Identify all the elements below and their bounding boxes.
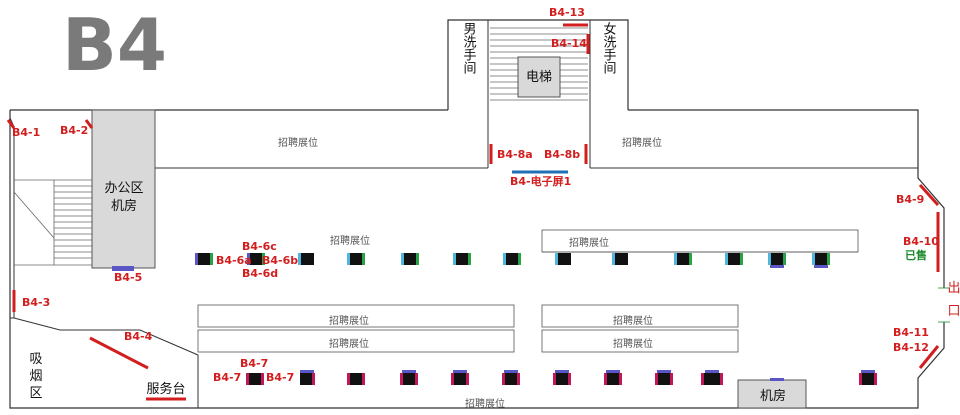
spot-b4-1[interactable]: B4-1 (12, 126, 40, 139)
mens-restroom-label: 男洗手间 (461, 22, 477, 74)
spot-b4-6c[interactable]: B4-6c (242, 240, 277, 253)
exit-label-1: 出 (947, 281, 960, 296)
spot-b4-4[interactable]: B4-4 (124, 330, 153, 343)
office-room-label-2: 机房 (111, 198, 137, 214)
machine-room (737, 379, 807, 409)
booth-label-bottom: 招聘展位 (465, 397, 505, 410)
ad-spot-bars (6, 23, 940, 370)
spot-b4-3[interactable]: B4-3 (22, 296, 50, 309)
spot-b4-8a[interactable]: B4-8a (497, 148, 533, 161)
booth-label-top-left: 招聘展位 (278, 136, 318, 149)
spot-b4-6a[interactable]: B4-6a (216, 254, 252, 267)
left-staircase (13, 179, 92, 266)
booth-label-row2-left: 招聘展位 (329, 337, 369, 350)
office-room-label-1: 办公区 (104, 181, 143, 196)
smoking-area-label-1: 吸 (29, 352, 42, 367)
restroom-walls (154, 20, 918, 169)
booth-zones (197, 229, 859, 353)
booth-label-mid-right: 招聘展位 (569, 236, 609, 249)
spot-b4-10-status: 已售 (905, 248, 927, 262)
spot-b4-7-right[interactable]: B4-7 (266, 371, 294, 384)
elevator-label: 电梯 (526, 70, 552, 85)
exit-label-2: 口 (947, 304, 960, 319)
left-wall-notch (9, 117, 15, 319)
elevator (517, 56, 561, 98)
spot-b4-2[interactable]: B4-2 (60, 124, 88, 137)
booth-label-row2-right: 招聘展位 (613, 337, 653, 350)
b4-5-bar (112, 266, 134, 271)
booth-label-row1-right: 招聘展位 (613, 314, 653, 327)
building-outline (9, 19, 945, 409)
spot-b4-8b[interactable]: B4-8b (544, 148, 580, 161)
womens-restroom: 女洗手间 (601, 21, 617, 74)
womens-restroom-label: 女洗手间 (601, 21, 617, 74)
spot-b4-6b[interactable]: B4-6b (262, 254, 298, 267)
spot-b4-14[interactable]: B4-14 (551, 37, 587, 50)
spot-b4-7-top[interactable]: B4-7 (240, 357, 268, 370)
spot-b4-9[interactable]: B4-9 (896, 193, 924, 206)
spot-b4-5[interactable]: B4-5 (114, 271, 142, 284)
office-room (91, 109, 156, 269)
spot-b4-6d[interactable]: B4-6d (242, 267, 278, 280)
booth-label-row1-left: 招聘展位 (329, 314, 369, 327)
spot-b4-7-left[interactable]: B4-7 (213, 371, 241, 384)
mens-restroom: 男洗手间 (461, 22, 477, 74)
smoking-area-label-3: 区 (29, 386, 42, 401)
spot-b4-11[interactable]: B4-11 (893, 326, 929, 339)
columns-bottom-row (246, 370, 877, 385)
spot-b4-screen1[interactable]: B4-电子屏1 (510, 174, 571, 188)
spot-b4-13[interactable]: B4-13 (549, 6, 585, 19)
booth-label-mid-left: 招聘展位 (330, 234, 370, 247)
smoking-area-label-2: 烟 (29, 369, 42, 384)
service-desk-label: 服务台 (146, 381, 185, 397)
spot-b4-10[interactable]: B4-10 (903, 235, 939, 248)
booth-label-top-right: 招聘展位 (622, 136, 662, 149)
spot-b4-12[interactable]: B4-12 (893, 341, 929, 354)
machine-room-label: 机房 (760, 388, 786, 404)
columns-mid-row (195, 253, 830, 268)
smoking-area (13, 317, 199, 408)
floor-title: B4 (62, 3, 167, 87)
